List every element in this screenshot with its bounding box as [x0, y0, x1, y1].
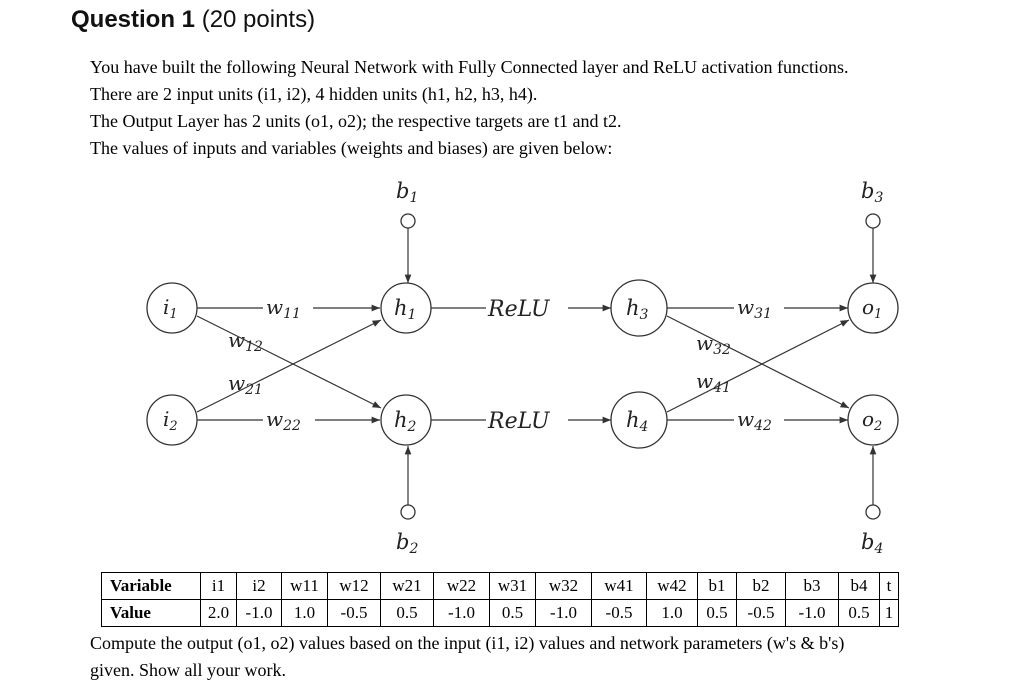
table-col-w21: w21	[380, 572, 434, 600]
intro-line-2: There are 2 input units (i1, i2), 4 hidd…	[90, 84, 538, 104]
table-col-w22: w22	[433, 572, 490, 600]
table-value-t: 1	[879, 599, 899, 627]
bias-label-b1: b1	[396, 179, 418, 206]
table-value-w22: -1.0	[433, 599, 490, 627]
table-value-b1: 0.5	[697, 599, 737, 627]
node-h3: h3	[610, 279, 668, 337]
edge-i1-h2	[196, 315, 382, 409]
bias-label-b4: b4	[861, 530, 883, 557]
neural-network-diagram: ReLU ReLU w11 w12 w21 w22 w31 w32 w41 w4…	[146, 179, 899, 557]
table-header-label: Variable	[101, 572, 201, 600]
table-value-w11: 1.0	[281, 599, 328, 627]
svg-text:h4: h4	[626, 408, 648, 435]
node-h2: h2	[380, 394, 432, 446]
bias-b2-dot	[400, 504, 416, 520]
node-h1: h1	[380, 282, 432, 334]
table-value-w31: 0.5	[489, 599, 536, 627]
intro-line-3: The Output Layer has 2 units (o1, o2); t…	[90, 111, 622, 131]
parameter-table: Variable i1 i2 w11 w12 w21 w22 w31 w32 w…	[101, 572, 899, 627]
table-col-w32: w32	[535, 572, 592, 600]
svg-text:o1: o1	[862, 295, 882, 322]
question-instructions: Compute the output (o1, o2) values based…	[90, 630, 990, 684]
table-col-t: t	[879, 572, 899, 600]
node-i2: i2	[146, 394, 198, 446]
parameter-table-value-row: Value 2.0 -1.0 1.0 -0.5 0.5 -1.0 0.5 -1.…	[101, 599, 899, 627]
svg-text:h2: h2	[394, 408, 417, 435]
table-value-w32: -1.0	[535, 599, 592, 627]
table-col-w31: w31	[489, 572, 536, 600]
table-col-i1: i1	[200, 572, 237, 600]
table-col-b1: b1	[697, 572, 737, 600]
question-title: Question 1 (20 points)	[71, 6, 315, 34]
table-value-w21: 0.5	[380, 599, 434, 627]
parameter-table-header-row: Variable i1 i2 w11 w12 w21 w22 w31 w32 w…	[101, 572, 899, 600]
weight-label-w42: w42	[737, 407, 772, 434]
node-h4: h4	[610, 391, 668, 449]
node-i1: i1	[146, 282, 198, 334]
bias-label-b2: b2	[396, 530, 418, 557]
table-col-b4: b4	[838, 572, 880, 600]
table-value-b3: -1.0	[785, 599, 839, 627]
intro-line-4: The values of inputs and variables (weig…	[90, 138, 613, 158]
weight-label-w32: w32	[696, 331, 731, 358]
table-col-i2: i2	[236, 572, 282, 600]
table-col-b3: b3	[785, 572, 839, 600]
node-o2: o2	[847, 394, 899, 446]
bias-label-b3: b3	[861, 179, 883, 206]
question-points: (20 points)	[201, 6, 316, 33]
svg-text:i2: i2	[163, 407, 178, 434]
table-col-w42: w42	[646, 572, 698, 600]
svg-text:h3: h3	[626, 296, 649, 323]
weight-label-w12: w12	[228, 328, 263, 355]
weight-label-w11: w11	[266, 295, 301, 322]
question-intro: You have built the following Neural Netw…	[90, 54, 990, 162]
svg-text:i1: i1	[163, 295, 178, 322]
edge-h4-o1	[666, 319, 850, 413]
table-col-w11: w11	[281, 572, 328, 600]
table-value-b2: -0.5	[736, 599, 786, 627]
question-number: Question 1	[71, 6, 196, 33]
node-o1: o1	[847, 282, 899, 334]
edge-h3-o2	[666, 315, 850, 409]
svg-text:o2: o2	[862, 407, 882, 434]
relu-label-bottom: ReLU	[487, 409, 551, 434]
weight-label-w22: w22	[266, 407, 301, 434]
relu-label-top: ReLU	[487, 297, 551, 322]
edge-i2-h1	[196, 319, 382, 413]
closing-line-2: given. Show all your work.	[90, 660, 286, 680]
table-value-i2: -1.0	[236, 599, 282, 627]
weight-label-w41: w41	[696, 369, 731, 396]
table-col-w41: w41	[591, 572, 647, 600]
intro-line-1: You have built the following Neural Netw…	[90, 57, 849, 77]
table-value-label: Value	[101, 599, 201, 627]
bias-b1-dot	[400, 213, 416, 229]
bias-b4-dot	[865, 504, 881, 520]
table-value-w12: -0.5	[327, 599, 381, 627]
table-value-b4: 0.5	[838, 599, 880, 627]
svg-text:h1: h1	[394, 296, 416, 323]
weight-label-w21: w21	[228, 371, 263, 398]
table-value-w42: 1.0	[646, 599, 698, 627]
bias-b3-dot	[865, 213, 881, 229]
closing-line-1: Compute the output (o1, o2) values based…	[90, 633, 845, 653]
weight-label-w31: w31	[737, 295, 772, 322]
table-value-w41: -0.5	[591, 599, 647, 627]
table-value-i1: 2.0	[200, 599, 237, 627]
table-col-w12: w12	[327, 572, 381, 600]
table-col-b2: b2	[736, 572, 786, 600]
